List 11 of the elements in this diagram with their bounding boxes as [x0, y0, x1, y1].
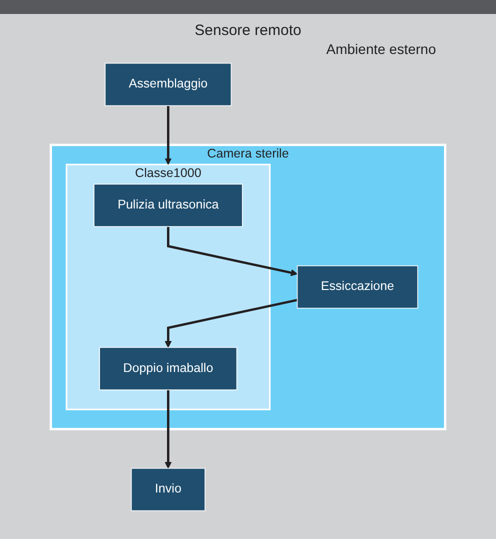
- node-box: Pulizia ultrasonica: [94, 184, 243, 227]
- node-box: Invio: [130, 468, 206, 512]
- arrow: [167, 226, 298, 276]
- node-box: Doppio imaballo: [99, 347, 238, 390]
- arrow: [164, 298, 298, 348]
- arrow: [164, 106, 172, 165]
- title: Sensore remoto: [194, 22, 302, 39]
- arrow: [164, 390, 172, 469]
- node-box: Assemblaggio: [104, 62, 232, 106]
- area-label: Ambiente esterno: [325, 41, 436, 57]
- node-box: Essiccazione: [296, 265, 418, 309]
